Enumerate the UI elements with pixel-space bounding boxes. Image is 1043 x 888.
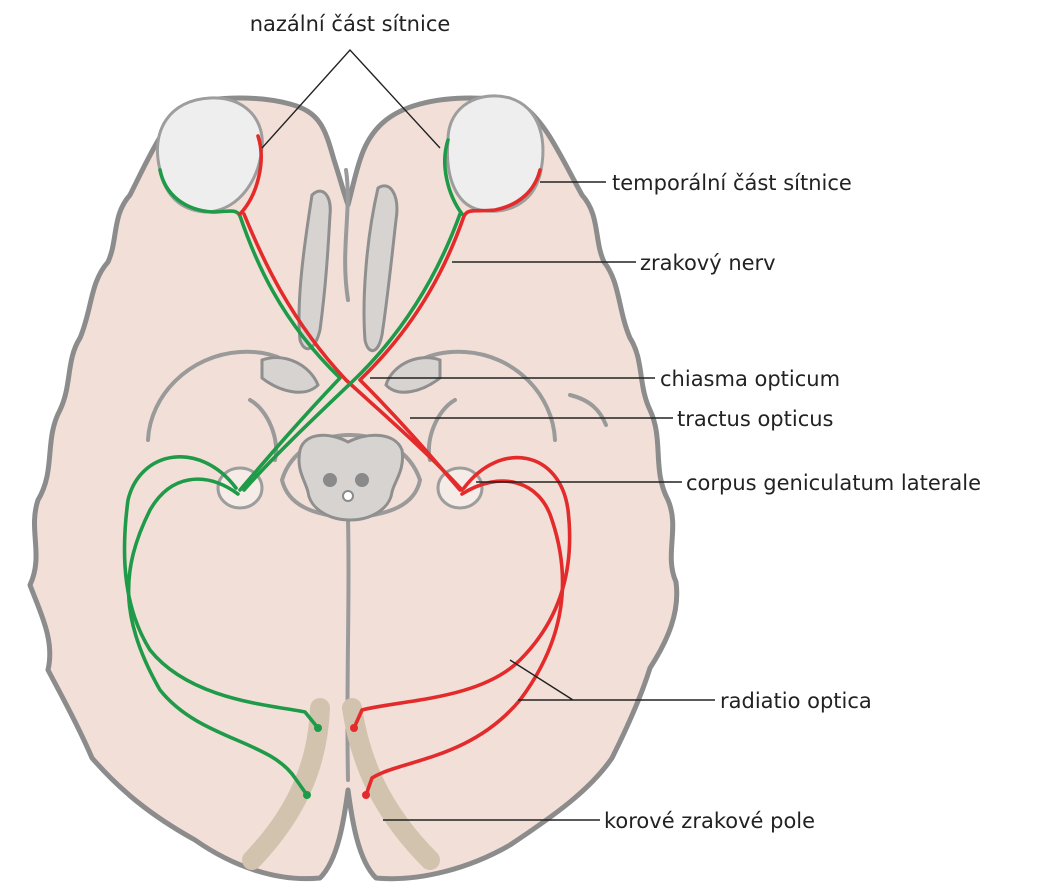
red-terminal-upper — [350, 724, 358, 732]
green-terminal-lower — [303, 791, 311, 799]
red-terminal-lower — [362, 791, 370, 799]
label-optic-radiation: radiatio optica — [720, 689, 872, 713]
label-lgn: corpus geniculatum laterale — [686, 471, 981, 495]
green-terminal-upper — [314, 724, 322, 732]
midbrain-dot-right — [355, 473, 369, 487]
midline-frontal — [345, 170, 348, 300]
midline-fissure — [347, 520, 348, 780]
midbrain-dot-left — [323, 473, 337, 487]
label-optic-nerve: zrakový nerv — [640, 251, 776, 275]
aqueduct — [343, 491, 353, 501]
label-visual-cortex: korové zrakové pole — [604, 809, 815, 833]
label-optic-chiasm: chiasma opticum — [660, 367, 840, 391]
label-nasal-retina: nazální část sítnice — [250, 12, 451, 36]
label-temporal-retina: temporální část sítnice — [612, 171, 852, 195]
label-optic-tract: tractus opticus — [677, 407, 834, 431]
